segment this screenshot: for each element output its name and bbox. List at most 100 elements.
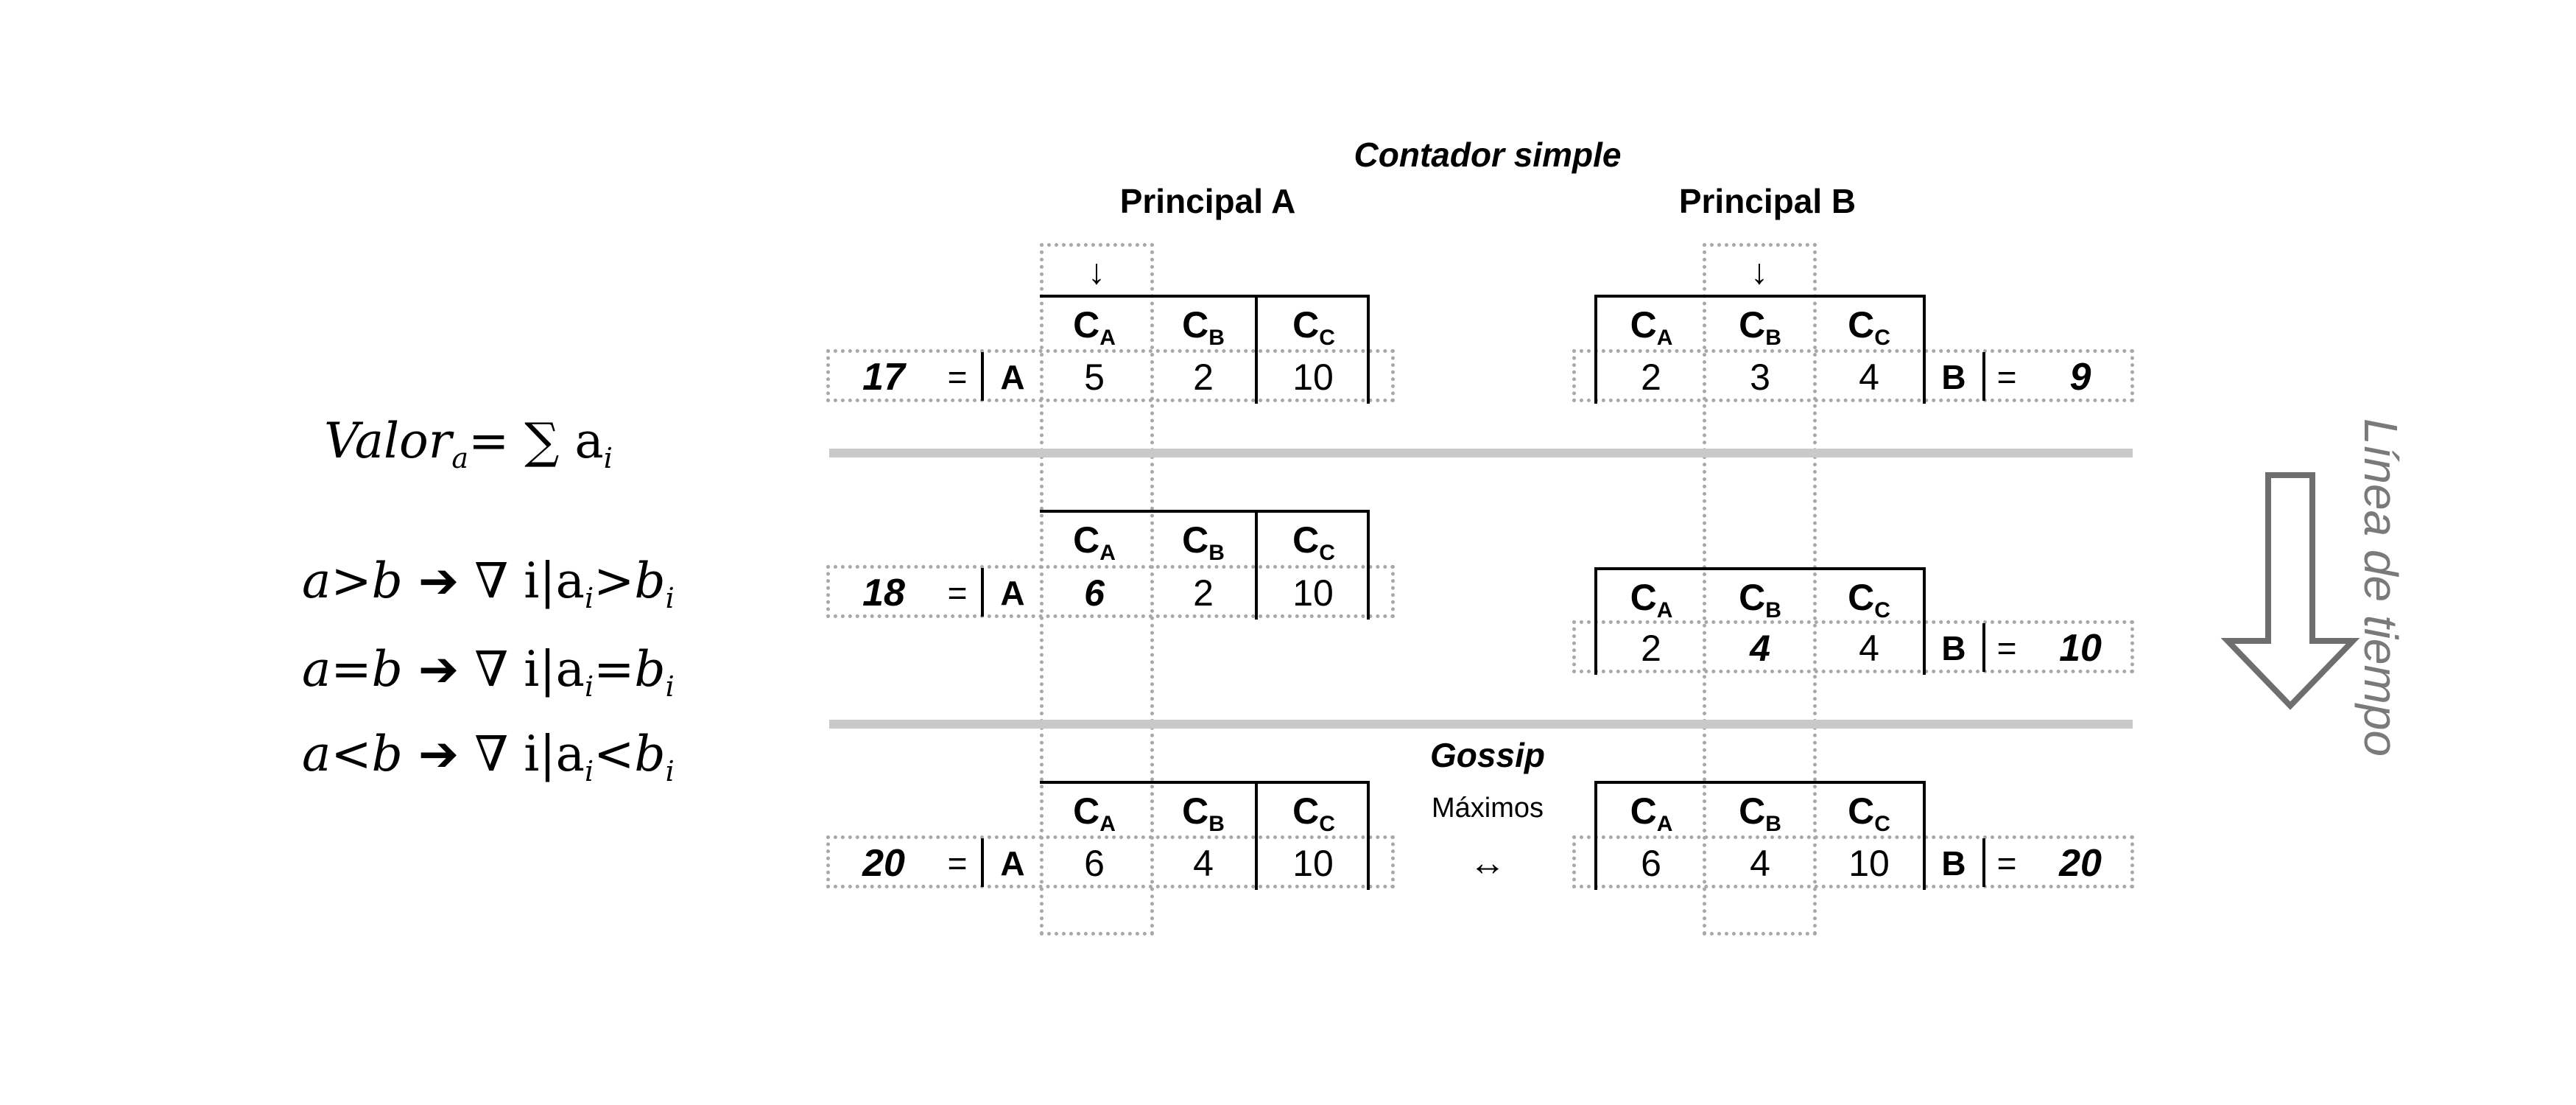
header-ca: CA [1073, 790, 1116, 836]
label-r3-a: A [1000, 844, 1025, 883]
divider [1367, 513, 1370, 620]
divider [1923, 570, 1926, 675]
value-r3-a-cb: 4 [1193, 843, 1214, 884]
equals-r1-a: = [947, 358, 968, 396]
divider [1982, 352, 1985, 401]
label-r2-b: B [1941, 629, 1966, 667]
value-r3-a-ca: 6 [1084, 843, 1105, 884]
formula-equal: a=b ➔ ∇ i|ai=bi [302, 641, 675, 704]
header-cc: CC [1292, 304, 1335, 350]
header-cb: CB [1739, 304, 1781, 350]
value-r2-b-cb-updated: 4 [1750, 628, 1770, 669]
row-strip-r3-a [826, 835, 1395, 888]
value-r2-b-ca: 2 [1641, 628, 1661, 669]
value-r3-a-cc: 10 [1292, 843, 1334, 884]
exchange-arrow: ↔ [1469, 842, 1506, 883]
divider [981, 352, 984, 401]
divider [1255, 784, 1258, 890]
title-contador-simple: Contador simple [1354, 136, 1622, 174]
own-counter-column-a [1040, 243, 1154, 936]
label-r2-a: A [1000, 574, 1025, 612]
own-counter-column-b [1703, 243, 1817, 936]
divider [1255, 513, 1258, 620]
header-cb: CB [1739, 790, 1781, 836]
divider [1367, 298, 1370, 404]
value-r2-a-ca-updated: 6 [1084, 572, 1105, 614]
header-cc: CC [1848, 304, 1890, 350]
value-r3-b-cb: 4 [1750, 843, 1770, 884]
value-r3-b-ca: 6 [1641, 843, 1661, 884]
title-gossip: Gossip [1430, 736, 1545, 774]
total-r3-b: 20 [2059, 842, 2102, 885]
title-principal-b: Principal B [1678, 182, 1857, 220]
equals-r1-b: = [1996, 358, 2017, 396]
header-cb: CB [1182, 519, 1225, 565]
time-separator-1 [829, 449, 2133, 457]
value-r2-a-cc: 10 [1292, 572, 1334, 614]
total-r2-a: 18 [862, 572, 905, 614]
header-ca: CA [1630, 304, 1673, 350]
header-r1-b: CA CB CC [1594, 295, 1926, 404]
divider [1923, 298, 1926, 404]
timeline-label: Línea de tiempo [2354, 418, 2407, 757]
divider [1255, 298, 1258, 404]
header-ca: CA [1073, 304, 1116, 350]
label-maximos: Máximos [1431, 793, 1544, 824]
header-cc: CC [1848, 790, 1890, 836]
value-r1-b-cc: 4 [1859, 357, 1879, 398]
title-principal-a: Principal A [1119, 182, 1296, 220]
header-r1-a: CA CB CC [1040, 295, 1370, 404]
header-r2-b: CA CB CC [1594, 567, 1926, 675]
value-r1-a-ca: 5 [1084, 357, 1105, 398]
value-r2-b-cc: 4 [1859, 628, 1879, 669]
header-cb: CB [1182, 790, 1225, 836]
divider [1982, 838, 1985, 887]
equals-r2-a: = [947, 574, 968, 612]
header-cb: CB [1739, 577, 1781, 622]
row-strip-r1-a [826, 349, 1395, 402]
header-r3-a: CA CB CC [1040, 781, 1370, 890]
equals-r3-a: = [947, 844, 968, 883]
value-r2-a-cb: 2 [1193, 572, 1214, 614]
header-r2-a: CA CB CC [1040, 510, 1370, 620]
value-r3-b-cc: 10 [1848, 843, 1890, 884]
row-strip-r2-a [826, 565, 1395, 618]
timeline-arrow-icon [2220, 472, 2360, 710]
formula-less: a<b ➔ ∇ i|ai<bi [302, 726, 675, 788]
header-cc: CC [1292, 519, 1335, 565]
value-r1-b-cb: 3 [1750, 357, 1770, 398]
time-separator-2 [829, 720, 2133, 729]
divider [981, 568, 984, 617]
total-r2-b: 10 [2059, 627, 2102, 670]
value-r1-b-ca: 2 [1641, 357, 1661, 398]
total-r3-a: 20 [862, 842, 905, 885]
formula-valor: Valora= ∑ ai [324, 413, 613, 475]
label-r3-b: B [1941, 844, 1966, 883]
header-ca: CA [1630, 790, 1673, 836]
divider [981, 838, 984, 887]
header-cc: CC [1848, 577, 1890, 622]
row-strip-r3-b [1572, 835, 2134, 888]
total-r1-a: 17 [862, 356, 905, 399]
header-r3-b: CA CB CC [1594, 781, 1926, 890]
equals-r3-b: = [1996, 844, 2017, 883]
divider [1982, 623, 1985, 672]
down-arrow-b: ↓ [1750, 253, 1768, 292]
divider [1367, 784, 1370, 890]
row-strip-r1-b [1572, 349, 2134, 402]
value-r1-a-cc: 10 [1292, 357, 1334, 398]
equals-r2-b: = [1996, 629, 2017, 667]
label-r1-a: A [1000, 358, 1025, 396]
label-r1-b: B [1941, 358, 1966, 396]
header-cc: CC [1292, 790, 1335, 836]
header-ca: CA [1630, 577, 1673, 622]
header-cb: CB [1182, 304, 1225, 350]
formula-greater: a>b ➔ ∇ i|ai>bi [302, 552, 675, 615]
row-strip-r2-b [1572, 620, 2134, 673]
value-r1-a-cb: 2 [1193, 357, 1214, 398]
down-arrow-a: ↓ [1088, 253, 1105, 292]
total-r1-b: 9 [2069, 356, 2091, 399]
header-ca: CA [1073, 519, 1116, 565]
divider [1923, 784, 1926, 890]
